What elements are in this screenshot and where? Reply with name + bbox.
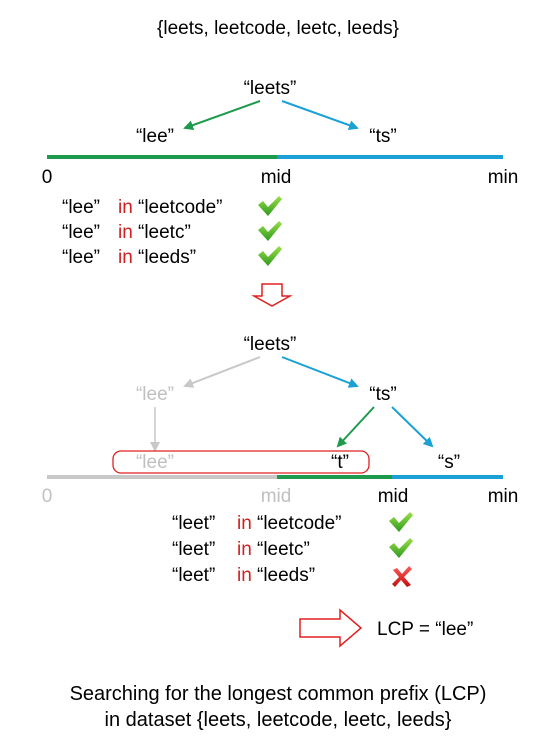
lcp-result-text: LCP = “lee” (377, 619, 473, 640)
check-mark-icon (258, 246, 282, 266)
cross-mark-icon (392, 566, 412, 587)
step1-check-row: “lee” in “leeds” (62, 246, 282, 268)
down-arrow-icon (251, 283, 293, 307)
check-in-word: in (237, 565, 252, 586)
check-in-word: in (118, 197, 133, 218)
step1-left-label: “lee” (136, 126, 174, 147)
check-target: “leetcode” (257, 513, 342, 534)
step2-left-arrow (183, 356, 261, 388)
step1-check-row: “lee” in “leetcode” (62, 196, 282, 218)
check-in-word: in (118, 222, 133, 243)
step2-right-left-label: “t” (331, 452, 349, 473)
check-prefix: “leet” (172, 513, 215, 534)
step1-left-arrow (183, 100, 261, 130)
step2-left-label: “lee” (136, 384, 174, 405)
caption-line-1: Searching for the longest common prefix … (70, 683, 487, 705)
step1-axis-min: min (488, 167, 519, 188)
step1-check-row: “lee” in “leetc” (62, 221, 282, 243)
check-in-word: in (118, 247, 133, 268)
check-target: “leeds” (257, 565, 315, 586)
caption-line-2: in dataset {leets, leetcode, leetc, leed… (105, 709, 452, 731)
result-arrow-icon (299, 608, 363, 648)
check-target: “leetc” (138, 222, 191, 243)
step1-right-arrow (281, 100, 359, 130)
step2-axis-old-mid: mid (261, 486, 292, 507)
step2-axis-zero: 0 (42, 486, 53, 507)
step2-right-right-label: “s” (438, 452, 460, 473)
check-target: “leetcode” (138, 197, 223, 218)
step1-root-label: “leets” (244, 78, 297, 99)
dataset-set-text: {leets, leetcode, leetc, leeds} (157, 18, 399, 39)
check-prefix: “lee” (62, 197, 100, 218)
check-prefix: “lee” (62, 247, 100, 268)
check-prefix: “leet” (172, 565, 215, 586)
check-prefix: “lee” (62, 222, 100, 243)
check-mark-icon (389, 512, 413, 532)
step2-right-right-arrow (391, 406, 434, 448)
step2-axis-mid: mid (378, 486, 409, 507)
check-mark-icon (389, 538, 413, 558)
step2-check-row: “leet” in “leetc” (172, 538, 413, 560)
step2-check-row: “leet” in “leetcode” (172, 512, 413, 534)
check-target: “leetc” (257, 539, 310, 560)
step2-root-label: “leets” (244, 334, 297, 355)
check-in-word: in (237, 539, 252, 560)
check-in-word: in (237, 513, 252, 534)
step2-check-row: “leet” in “leeds” (172, 565, 412, 587)
check-target: “leeds” (138, 247, 196, 268)
step2-right-label: “ts” (369, 384, 396, 405)
lcp-candidate-box (112, 450, 370, 474)
check-mark-icon (258, 221, 282, 241)
step2-carried-label: “lee” (136, 452, 174, 473)
check-mark-icon (258, 196, 282, 216)
step2-right-arrow (281, 356, 359, 388)
step2-right-left-arrow (336, 406, 375, 448)
step2-axis-min: min (488, 486, 519, 507)
step1-axis-zero: 0 (42, 167, 53, 188)
check-prefix: “leet” (172, 539, 215, 560)
step1-axis-mid: mid (261, 167, 292, 188)
step1-right-label: “ts” (369, 126, 396, 147)
